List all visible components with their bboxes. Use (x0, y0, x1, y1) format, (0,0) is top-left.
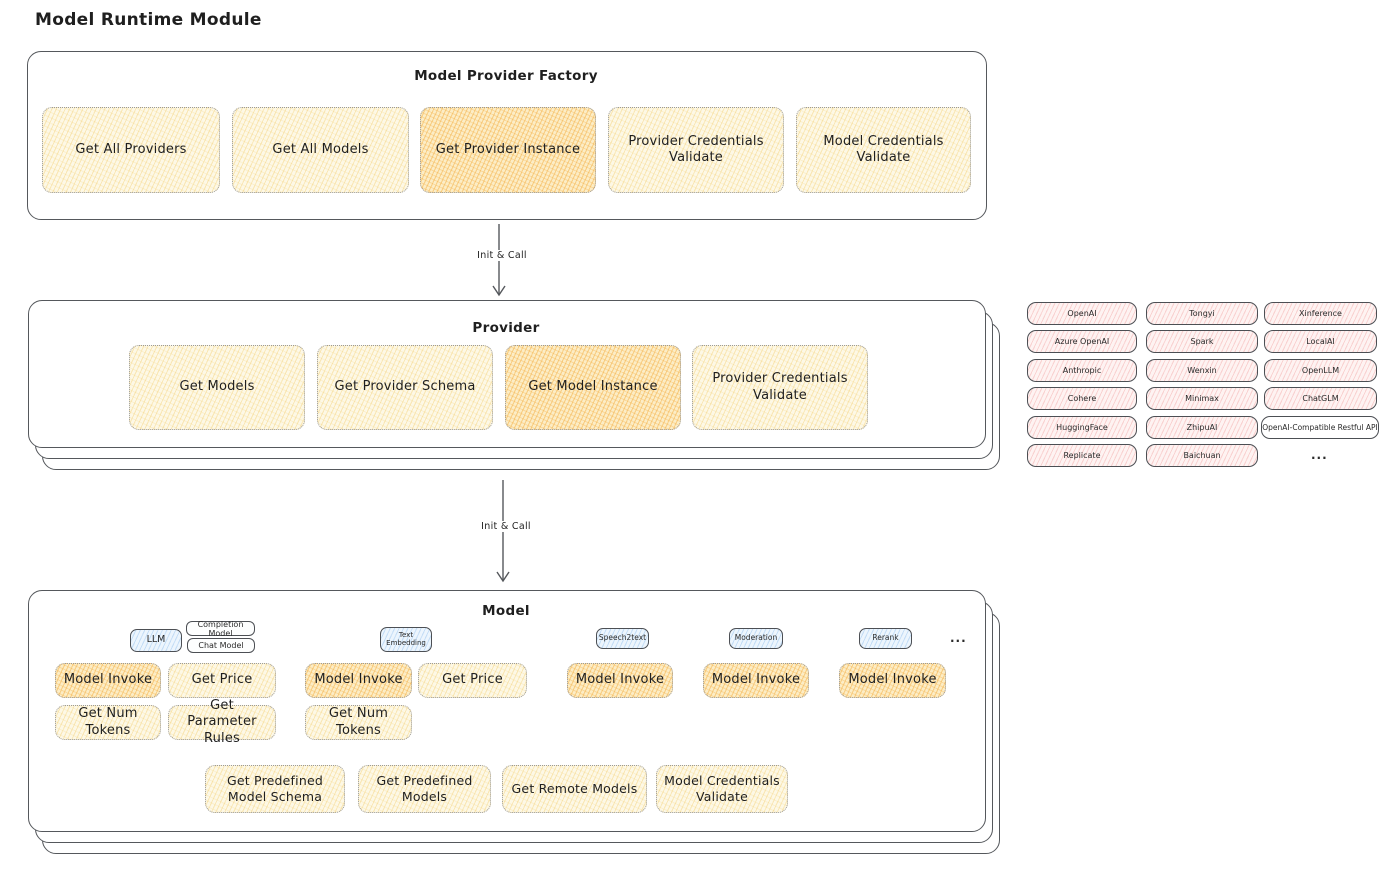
provider-chip-huggingface: HuggingFace (1027, 416, 1137, 439)
provider-chip-openai: OpenAI (1027, 302, 1137, 325)
tab-chat-model: Chat Model (187, 638, 255, 653)
factory-get-provider-instance: Get Provider Instance (420, 107, 596, 193)
provider-get-models: Get Models (129, 345, 305, 430)
tab-speech2text: Speech2text (596, 628, 649, 649)
llm-get-price: Get Price (168, 663, 276, 698)
provider-chip-minimax: Minimax (1146, 387, 1258, 410)
model-credentials-validate: Model Credentials Validate (656, 765, 788, 813)
provider-chip-chatglm: ChatGLM (1264, 387, 1377, 410)
text-embedding-model-invoke: Model Invoke (305, 663, 412, 698)
llm-get-num-tokens: Get Num Tokens (55, 705, 161, 740)
provider-get-model-instance: Get Model Instance (505, 345, 681, 430)
model-title: Model (482, 603, 530, 619)
tab-llm: LLM (130, 629, 182, 652)
provider-chip-cohere: Cohere (1027, 387, 1137, 410)
rerank-model-invoke: Model Invoke (839, 663, 946, 698)
text-embedding-get-num-tokens: Get Num Tokens (305, 705, 412, 740)
provider-chip-replicate: Replicate (1027, 444, 1137, 467)
arrow-provider-to-model (496, 480, 510, 583)
provider-provider-credentials-validate: Provider Credentials Validate (692, 345, 868, 430)
provider-title: Provider (472, 320, 540, 336)
provider-chip-zhipuai: ZhipuAI (1146, 416, 1258, 439)
provider-chip-openllm: OpenLLM (1264, 359, 1377, 382)
provider-chip-localai: LocalAI (1264, 330, 1377, 353)
get-predefined-models: Get Predefined Models (358, 765, 491, 813)
provider-get-provider-schema: Get Provider Schema (317, 345, 493, 430)
speech2text-model-invoke: Model Invoke (567, 663, 673, 698)
factory-get-all-providers: Get All Providers (42, 107, 220, 193)
factory-provider-credentials-validate: Provider Credentials Validate (608, 107, 784, 193)
model-tabs-more-dots: ... (950, 631, 967, 645)
provider-chip-anthropic: Anthropic (1027, 359, 1137, 382)
provider-chip-xinference: Xinference (1264, 302, 1377, 325)
tab-text-embedding: Text Embedding (380, 627, 432, 652)
provider-chip-wenxin: Wenxin (1146, 359, 1258, 382)
factory-model-credentials-validate: Model Credentials Validate (796, 107, 971, 193)
factory-get-all-models: Get All Models (232, 107, 409, 193)
tab-rerank: Rerank (859, 628, 912, 649)
provider-chip-baichuan: Baichuan (1146, 444, 1258, 467)
factory-title: Model Provider Factory (414, 68, 598, 84)
arrow2-label: Init & Call (473, 521, 539, 532)
arrow1-label: Init & Call (469, 250, 535, 261)
get-remote-models: Get Remote Models (502, 765, 647, 813)
diagram-title: Model Runtime Module (35, 10, 262, 30)
tab-moderation: Moderation (729, 628, 783, 649)
get-predefined-model-schema: Get Predefined Model Schema (205, 765, 345, 813)
llm-model-invoke: Model Invoke (55, 663, 161, 698)
provider-chip-spark: Spark (1146, 330, 1258, 353)
provider-chip-openai-compatible-restful-api: OpenAI-Compatible Restful API (1261, 416, 1379, 439)
moderation-model-invoke: Model Invoke (703, 663, 809, 698)
provider-chip-tongyi: Tongyi (1146, 302, 1258, 325)
arrow-factory-to-provider (492, 224, 506, 297)
tab-completion-model: Completion Model (186, 620, 255, 638)
text-embedding-get-price: Get Price (418, 663, 527, 698)
providers-more-dots: ... (1311, 448, 1328, 462)
llm-get-parameter-rules: Get Parameter Rules (168, 698, 276, 746)
provider-chip-azure-openai: Azure OpenAI (1027, 330, 1137, 353)
